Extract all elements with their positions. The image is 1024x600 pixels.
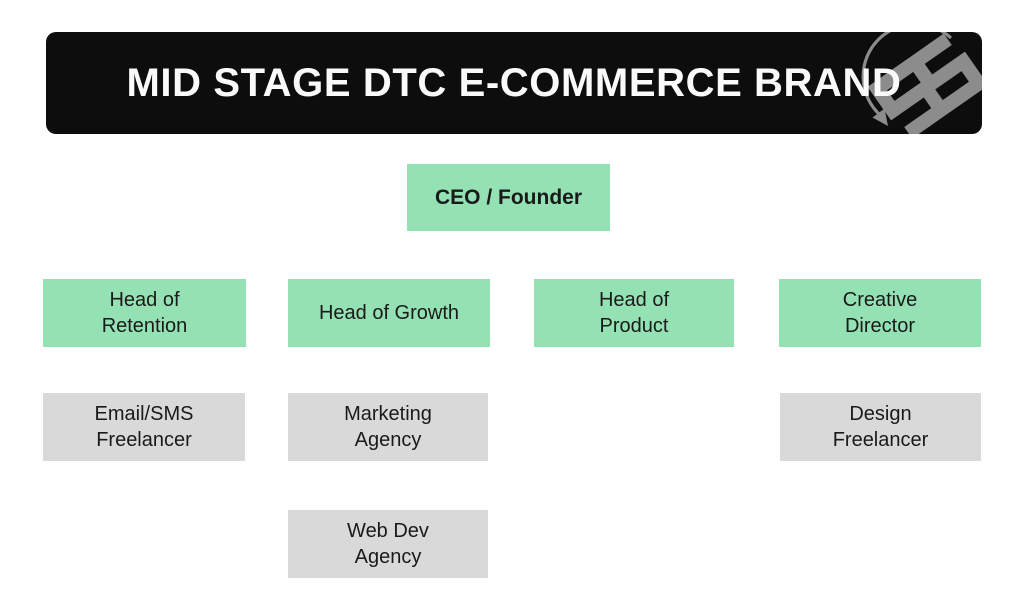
- header-banner: MID STAGE DTC E-COMMERCE BRAND: [46, 32, 982, 134]
- circular-arrow-double-s-logo-icon: [861, 32, 982, 134]
- org-node-head-of-retention: Head of Retention: [43, 279, 246, 347]
- node-label: Marketing Agency: [344, 403, 432, 451]
- org-node-head-of-growth: Head of Growth: [288, 279, 490, 347]
- node-label: Head of Product: [598, 289, 670, 337]
- page-title: MID STAGE DTC E-COMMERCE BRAND: [126, 60, 902, 105]
- org-node-design-freelancer: Design Freelancer: [780, 393, 981, 461]
- node-label: Head of Retention: [101, 289, 188, 337]
- org-node-email-sms-freelancer: Email/SMS Freelancer: [43, 393, 245, 461]
- node-label: Web Dev Agency: [347, 520, 429, 568]
- node-label: Creative Director: [842, 289, 918, 337]
- org-node-ceo: CEO / Founder: [407, 164, 610, 231]
- org-node-marketing-agency: Marketing Agency: [288, 393, 488, 461]
- org-node-creative-director: Creative Director: [779, 279, 981, 347]
- org-node-web-dev-agency: Web Dev Agency: [288, 510, 488, 578]
- node-label: Email/SMS Freelancer: [94, 403, 194, 451]
- org-node-head-of-product: Head of Product: [534, 279, 734, 347]
- node-label: Design Freelancer: [832, 403, 929, 451]
- node-label: Head of Growth: [318, 302, 460, 324]
- node-label: CEO / Founder: [435, 185, 582, 209]
